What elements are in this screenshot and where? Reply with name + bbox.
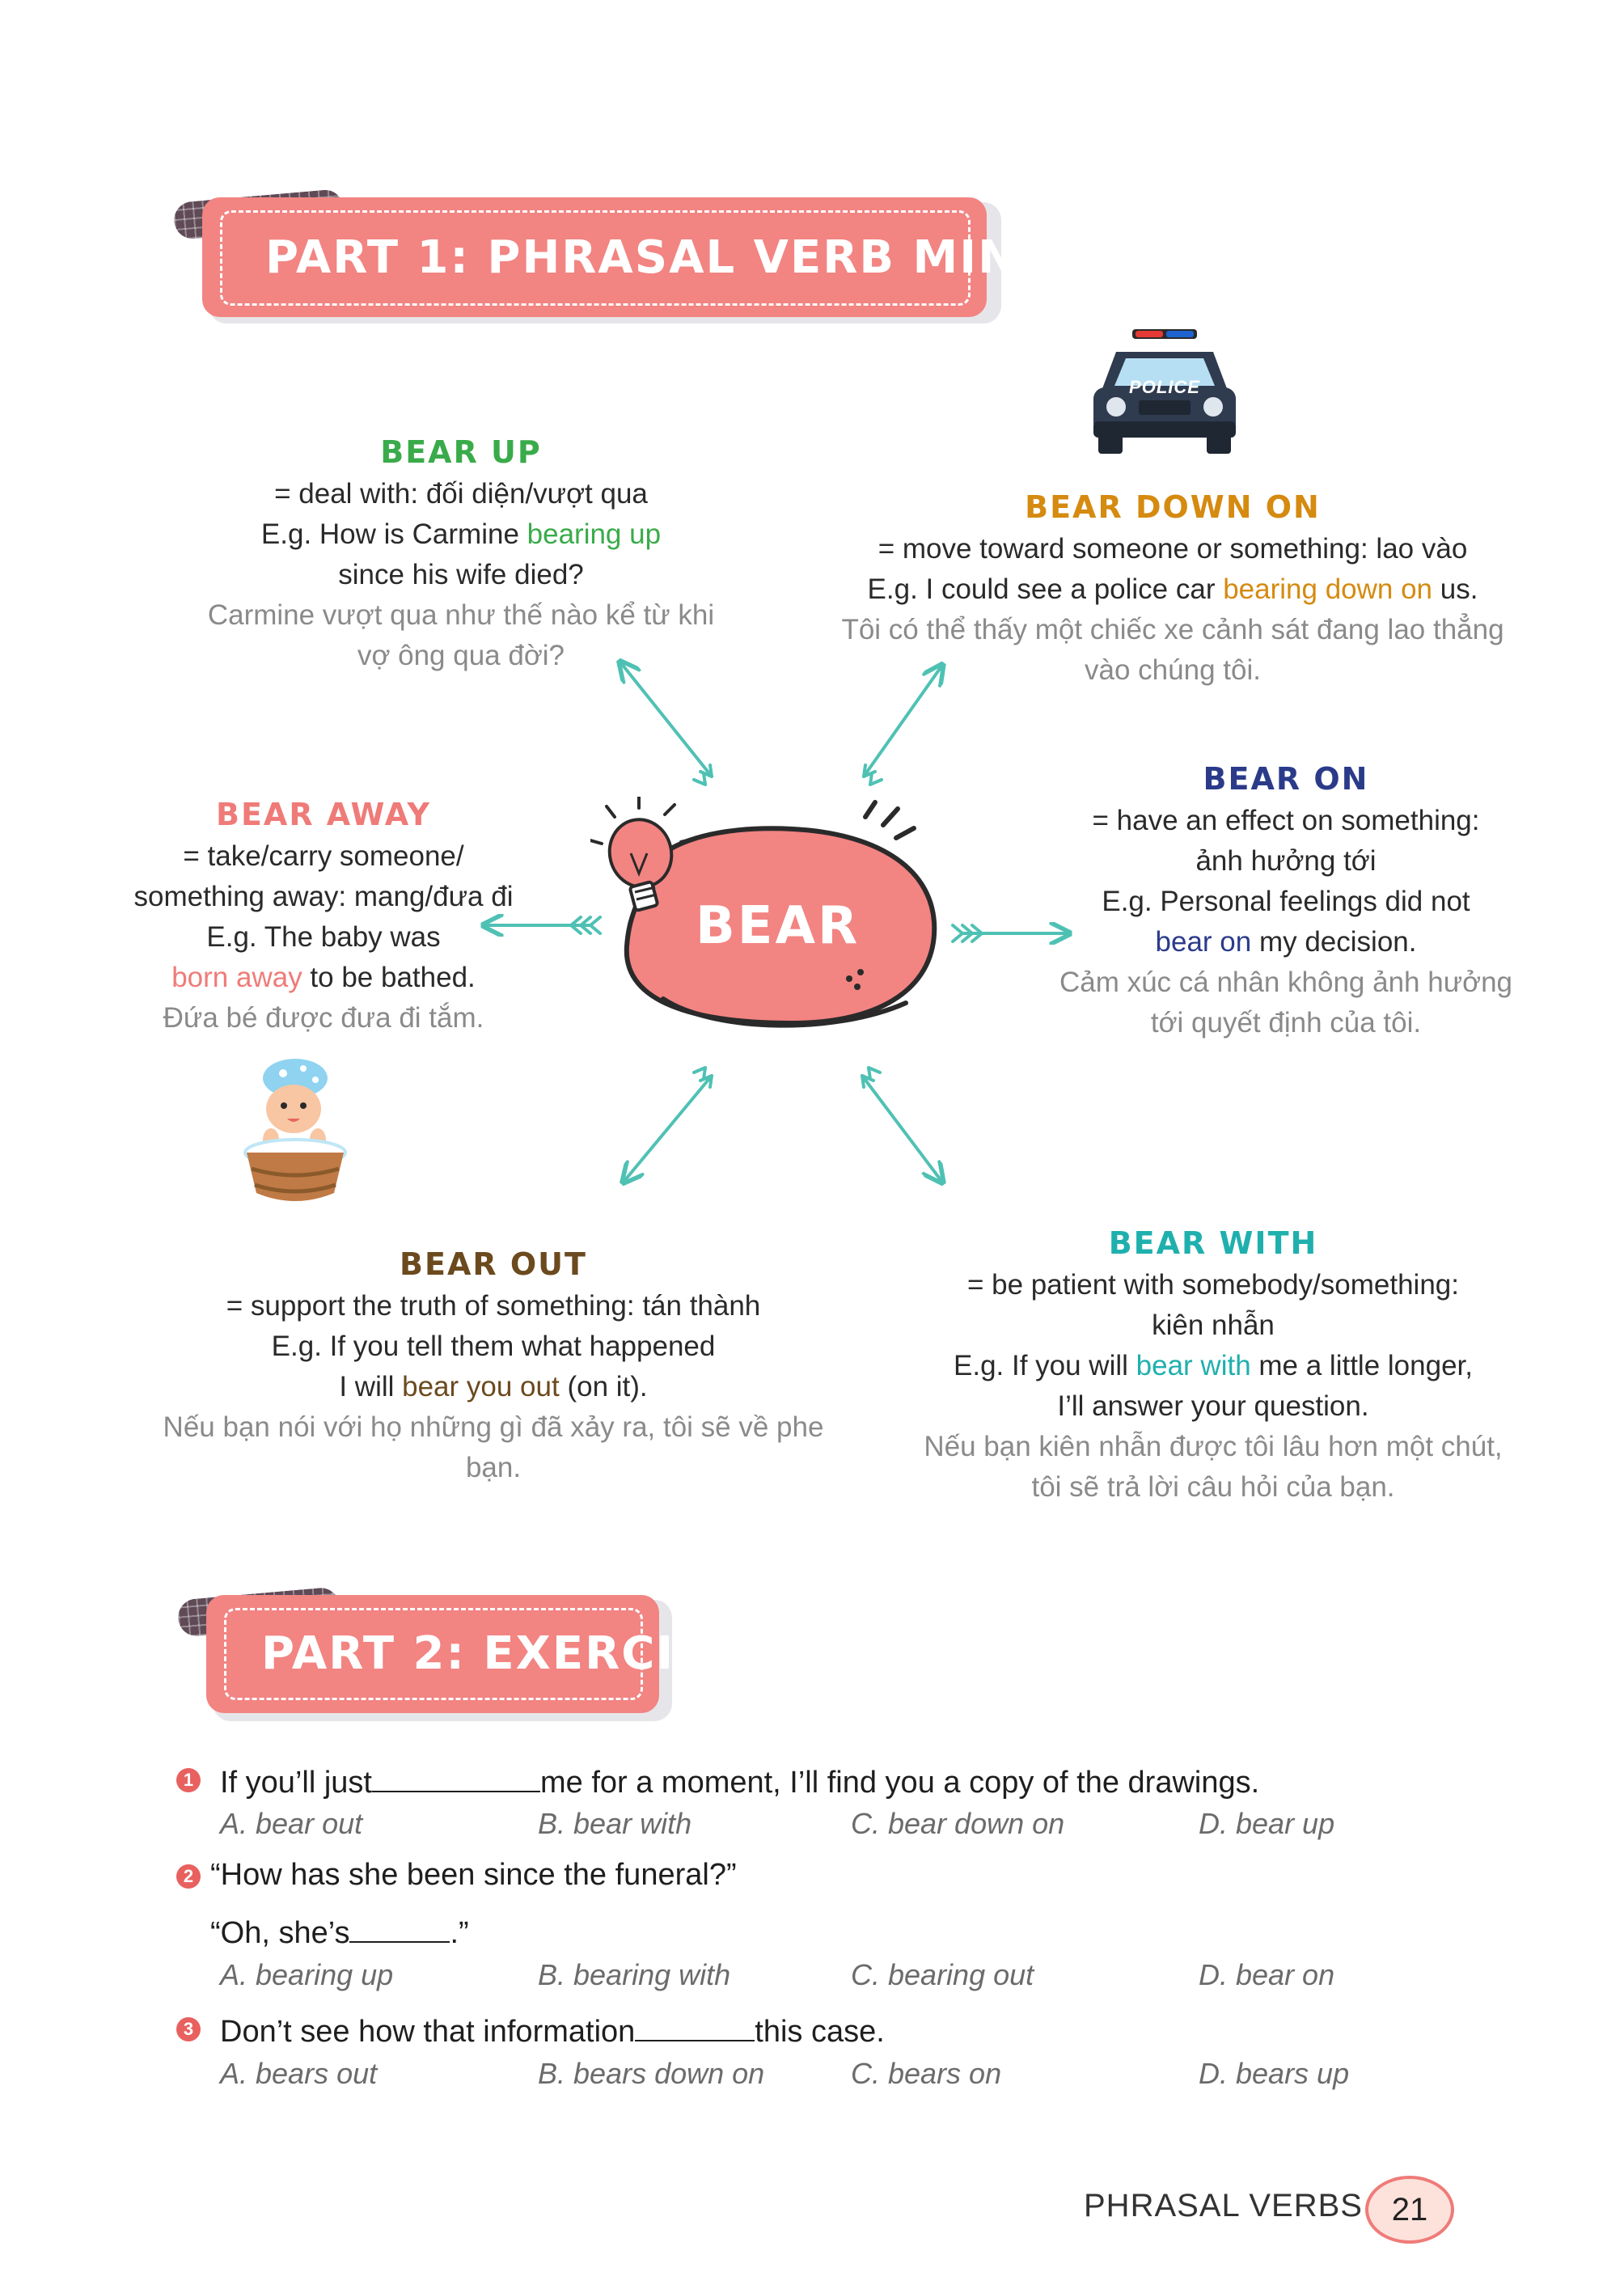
node-bear-up-definition: = deal with: đối diện/vượt qua	[274, 478, 648, 510]
question-2-option-c[interactable]: C. bearing out	[851, 1958, 1034, 1991]
node-bear-on-example: E.g. Personal feelings did not	[1102, 886, 1470, 917]
node-bear-up: BEAR UP = deal with: đối diện/vượt qua E…	[186, 430, 736, 676]
question-1-option-a[interactable]: A. bear out	[220, 1807, 363, 1840]
node-bear-out-example: E.g. If you tell them what happened	[271, 1331, 716, 1362]
node-bear-up-highlight: bearing up	[527, 518, 662, 550]
node-bear-with-heading: BEAR WITH	[1108, 1225, 1318, 1261]
node-bear-with-definition: = be patient with somebody/something:	[966, 1269, 1459, 1301]
light-bulb-icon	[590, 797, 696, 912]
arrow-down-right	[861, 1074, 941, 1181]
question-2-option-b[interactable]: B. bearing with	[538, 1958, 731, 1991]
node-bear-out-heading: BEAR OUT	[400, 1246, 587, 1282]
question-1-number: 1	[176, 1768, 201, 1792]
node-bear-away-translation: Đứa bé được đưa đi tắm.	[163, 1002, 484, 1034]
footer-label: PHRASAL VERBS	[1084, 2188, 1363, 2223]
question-1-option-b[interactable]: B. bear with	[538, 1807, 692, 1840]
node-bear-up-heading: BEAR UP	[380, 434, 542, 470]
node-bear-away-definition: = take/carry someone/	[183, 840, 464, 872]
arrow-down-left	[624, 1074, 713, 1181]
node-bear-away: BEAR AWAY = take/carry someone/ somethin…	[105, 793, 542, 1039]
node-bear-on-heading: BEAR ON	[1203, 761, 1369, 797]
node-bear-on-definition: = have an effect on something:	[1092, 805, 1480, 836]
node-bear-away-example: E.g. The baby was	[206, 921, 441, 953]
part2-title: PART 2: EXERCISE	[261, 1627, 742, 1680]
node-bear-down-on-example: E.g. I could see a police car bearing do…	[867, 573, 1478, 605]
node-bear-down-on: BEAR DOWN ON = move toward someone or so…	[809, 485, 1537, 691]
part1-title: PART 1: PHRASAL VERB MIND MAP	[265, 231, 1193, 284]
center-label: BEAR	[696, 896, 861, 956]
node-bear-out-definition: = support the truth of something: tán th…	[226, 1290, 761, 1322]
node-bear-down-on-heading: BEAR DOWN ON	[1025, 489, 1321, 525]
question-2-blank[interactable]	[349, 1912, 450, 1943]
node-bear-with-highlight: bear with	[1136, 1350, 1251, 1381]
node-bear-on-translation: Cảm xúc cá nhân không ảnh hưởng	[1059, 967, 1513, 998]
node-bear-on: BEAR ON = have an effect on something: ả…	[1035, 757, 1537, 1043]
node-bear-up-translation: Carmine vượt qua như thế nào kể từ khi	[207, 599, 715, 631]
node-bear-on-highlight: bear on	[1155, 926, 1252, 958]
baby-bath-icon	[243, 1059, 347, 1201]
node-bear-up-example: E.g. How is Carmine bearing up	[260, 518, 662, 550]
node-bear-out: BEAR OUT = support the truth of somethin…	[154, 1242, 833, 1488]
page-number: 21	[1365, 2176, 1454, 2244]
node-bear-with-translation: Nếu bạn kiên nhẫn được tôi lâu hơn một c…	[924, 1431, 1503, 1462]
question-2-option-d[interactable]: D. bear on	[1199, 1958, 1335, 1991]
question-3-number: 3	[176, 2017, 201, 2041]
node-bear-away-highlight: born away	[171, 962, 302, 993]
question-2-line-1: “How has she been since the funeral?”	[210, 1858, 737, 1892]
center-blob	[624, 800, 937, 1028]
node-bear-down-on-highlight: bearing down on	[1223, 573, 1433, 605]
node-bear-with-example: E.g. If you will bear with me a little l…	[954, 1350, 1473, 1381]
question-2-number: 2	[176, 1864, 201, 1889]
question-2-option-a[interactable]: A. bearing up	[220, 1958, 394, 1991]
node-bear-away-heading: BEAR AWAY	[215, 797, 432, 832]
part1-banner: PART 1: PHRASAL VERB MIND MAP	[170, 188, 1191, 333]
question-3-option-a[interactable]: A. bears out	[220, 2057, 378, 2090]
node-bear-out-translation: Nếu bạn nói với họ những gì đã xảy ra, t…	[163, 1411, 824, 1483]
node-bear-with: BEAR WITH = be patient with somebody/som…	[898, 1221, 1529, 1508]
question-1-blank[interactable]	[371, 1762, 540, 1792]
question-3-blank[interactable]	[635, 2011, 755, 2041]
node-bear-down-on-translation: Tôi có thể thấy một chiếc xe cảnh sát đa…	[841, 614, 1504, 645]
question-2-line-2: “Oh, she’s.”	[210, 1912, 469, 1951]
police-sign: POLICE	[1129, 377, 1200, 397]
node-bear-down-on-definition: = move toward someone or something: lao …	[878, 533, 1468, 565]
mind-map-arrows	[453, 639, 1084, 1205]
node-bear-out-highlight: bear you out	[402, 1371, 560, 1402]
question-3-option-d[interactable]: D. bears up	[1199, 2057, 1350, 2090]
question-3-option-b[interactable]: B. bears down on	[538, 2057, 765, 2090]
police-car-icon	[1093, 329, 1236, 454]
arrow-up-right	[862, 666, 941, 778]
arrow-up-left	[621, 663, 713, 778]
question-3-option-c[interactable]: C. bears on	[851, 2057, 1002, 2090]
part2-banner: PART 2: EXERCISE	[174, 1585, 740, 1731]
question-1-option-c[interactable]: C. bear down on	[851, 1807, 1065, 1840]
question-1-option-d[interactable]: D. bear up	[1199, 1807, 1335, 1840]
